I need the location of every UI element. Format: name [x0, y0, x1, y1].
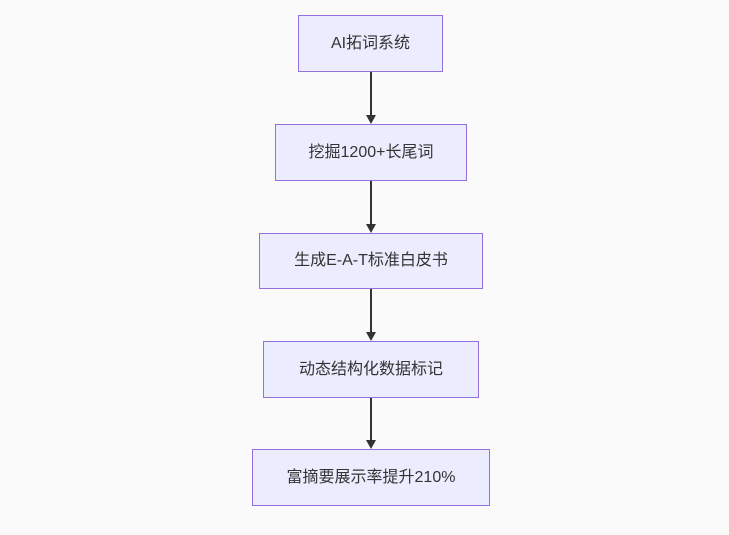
arrow-line	[370, 398, 372, 440]
arrow-line	[370, 72, 372, 115]
flow-node-structured-data: 动态结构化数据标记	[263, 341, 479, 398]
flow-node-longtail-keywords: 挖掘1200+长尾词	[275, 124, 467, 181]
arrow-line	[370, 289, 372, 332]
flow-node-label: 生成E-A-T标准白皮书	[294, 252, 448, 270]
flow-node-label: AI拓词系统	[330, 34, 411, 52]
arrow-line	[370, 181, 372, 224]
flow-arrow-c-to-d	[366, 289, 376, 341]
flow-node-eat-whitepaper: 生成E-A-T标准白皮书	[259, 233, 483, 289]
flow-node-ai-word-expansion: AI拓词系统	[298, 15, 443, 72]
flow-arrow-d-to-e	[366, 398, 376, 449]
flow-node-label: 挖掘1200+长尾词	[308, 143, 434, 161]
arrowhead-down-icon	[366, 115, 376, 124]
arrowhead-down-icon	[366, 332, 376, 341]
flow-node-rich-snippet-rate: 富摘要展示率提升210%	[252, 449, 490, 506]
arrowhead-down-icon	[366, 224, 376, 233]
flow-arrow-a-to-b	[366, 72, 376, 124]
flow-node-label: 富摘要展示率提升210%	[286, 468, 456, 486]
flow-node-label: 动态结构化数据标记	[298, 360, 443, 378]
flow-arrow-b-to-c	[366, 181, 376, 233]
arrowhead-down-icon	[366, 440, 376, 449]
